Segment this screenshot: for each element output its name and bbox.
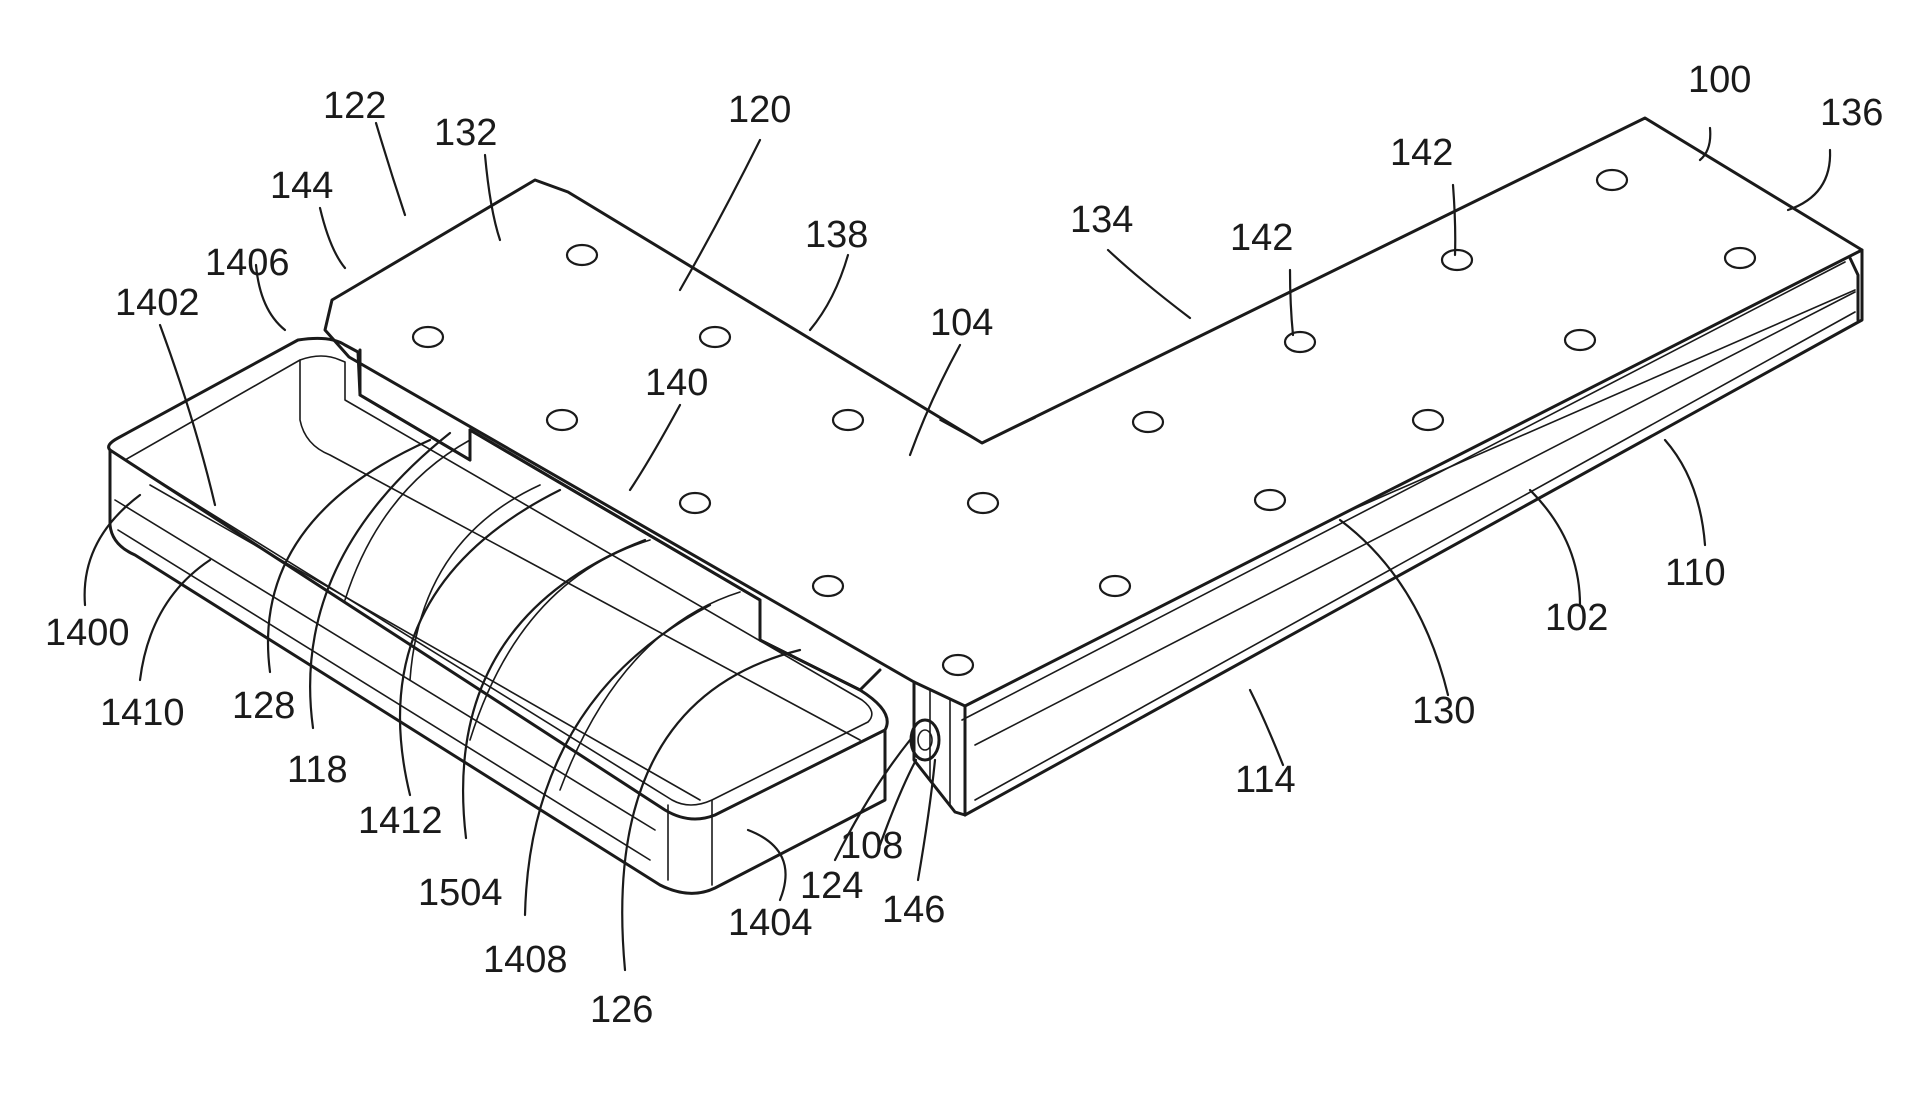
- drawer-wall-line: [117, 529, 651, 861]
- hole-icon: [698, 325, 732, 349]
- numeral-140: 140: [645, 362, 708, 404]
- numeral-114: 114: [1235, 759, 1296, 801]
- hole-icon: [1253, 488, 1287, 512]
- numeral-142-lower: 142: [1230, 217, 1293, 259]
- numeral-100: 100: [1688, 59, 1751, 101]
- hole-icon: [1283, 330, 1317, 354]
- hole-icon: [1131, 410, 1165, 434]
- numeral-146: 146: [882, 889, 945, 931]
- hole-icon: [811, 574, 845, 598]
- drawer-curve: [409, 484, 541, 681]
- hole-icon: [831, 408, 865, 432]
- drawer-rim: [107, 336, 889, 821]
- numeral-128: 128: [232, 685, 295, 727]
- connector-hole-inner: [917, 729, 933, 751]
- side-panel-line: [974, 311, 1856, 801]
- numeral-124: 124: [800, 865, 863, 907]
- numeral-1410: 1410: [100, 692, 185, 734]
- hole-icon: [1098, 574, 1132, 598]
- drawer-outer-wall: [108, 448, 887, 895]
- tray-right-side-wall: [963, 248, 1864, 817]
- hole-icon: [565, 243, 599, 267]
- numeral-142-upper: 142: [1390, 132, 1453, 174]
- hole-icon: [678, 491, 712, 515]
- numeral-1404: 1404: [728, 902, 813, 944]
- numeral-1400: 1400: [45, 612, 130, 654]
- side-panel-line: [961, 261, 1846, 721]
- numeral-1412: 1412: [358, 800, 443, 842]
- end-flap: [1848, 256, 1860, 322]
- numeral-126: 126: [590, 989, 653, 1031]
- numeral-108: 108: [840, 825, 903, 867]
- hole-icon: [966, 491, 1000, 515]
- tray-slot-edge: [468, 428, 882, 692]
- reference-numerals: 100 136 142 142 134 104 138 120 132 122 …: [45, 59, 1883, 1031]
- drawer-floor-line: [149, 484, 701, 801]
- hole-icon: [1411, 408, 1445, 432]
- numeral-1504: 1504: [418, 872, 503, 914]
- leader-lines: [83, 121, 1832, 972]
- numeral-144: 144: [270, 165, 333, 207]
- numeral-1408: 1408: [483, 939, 568, 981]
- hole-icon: [1440, 248, 1474, 272]
- numeral-102: 102: [1545, 597, 1608, 639]
- vent-holes: [411, 168, 1757, 677]
- elbow-line: [939, 417, 1036, 444]
- side-panel-line: [974, 291, 1856, 746]
- corner-post: [912, 680, 967, 817]
- drawer-floor-line: [299, 359, 861, 741]
- hole-icon: [411, 325, 445, 349]
- drawer-curve: [344, 439, 471, 601]
- numeral-130: 130: [1412, 690, 1475, 732]
- drawer-curve: [559, 591, 741, 791]
- numeral-110: 110: [1665, 552, 1726, 594]
- drawer: [107, 336, 889, 895]
- numeral-118: 118: [287, 749, 348, 791]
- drawer-inner-rim: [124, 355, 873, 806]
- numeral-132: 132: [434, 112, 497, 154]
- numeral-120: 120: [728, 89, 791, 131]
- numeral-134: 134: [1070, 199, 1133, 241]
- numeral-136: 136: [1820, 92, 1883, 134]
- drawer-wall-line: [114, 499, 656, 831]
- numeral-138: 138: [805, 214, 868, 256]
- numeral-122: 122: [323, 85, 386, 127]
- hole-icon: [941, 653, 975, 677]
- hole-icon: [545, 408, 579, 432]
- drawer-curve: [469, 539, 651, 741]
- numeral-1402: 1402: [115, 282, 200, 324]
- hole-icon: [1723, 246, 1757, 270]
- numeral-104: 104: [930, 302, 993, 344]
- fold-line: [1339, 289, 1856, 516]
- hole-icon: [1595, 168, 1629, 192]
- numeral-1406: 1406: [205, 242, 290, 284]
- hole-icon: [1563, 328, 1597, 352]
